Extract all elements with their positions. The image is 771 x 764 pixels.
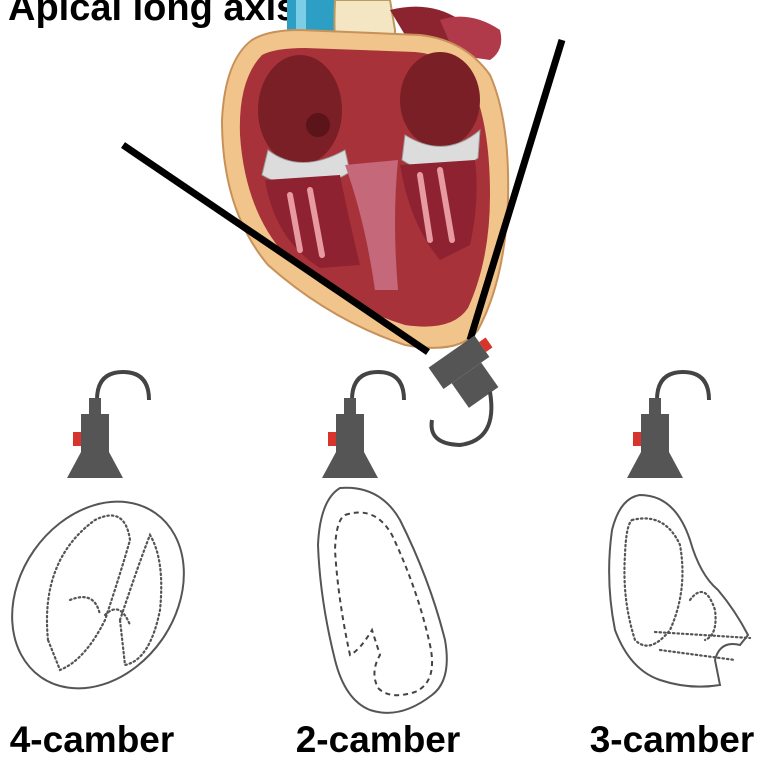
two-chamber-sketch	[318, 488, 447, 713]
view-label-4-chamber: 4-camber	[10, 719, 175, 760]
probe-marker	[328, 432, 336, 446]
view-label-3-chamber: 3-camber	[590, 719, 755, 760]
ultrasound-probe-icon	[67, 372, 149, 478]
ultrasound-probe-icon	[322, 372, 404, 478]
heart-illustration	[222, 0, 508, 348]
probe-marker	[633, 432, 641, 446]
three-chamber-sketch	[609, 495, 750, 687]
right-atrium	[258, 55, 342, 165]
probe-cable	[432, 392, 492, 445]
left-atrium	[400, 52, 480, 148]
probe-marker	[73, 432, 81, 446]
view-label-2-chamber: 2-camber	[296, 719, 461, 760]
four-chamber-sketch	[0, 468, 219, 721]
ultrasound-probe-icon	[627, 372, 709, 478]
